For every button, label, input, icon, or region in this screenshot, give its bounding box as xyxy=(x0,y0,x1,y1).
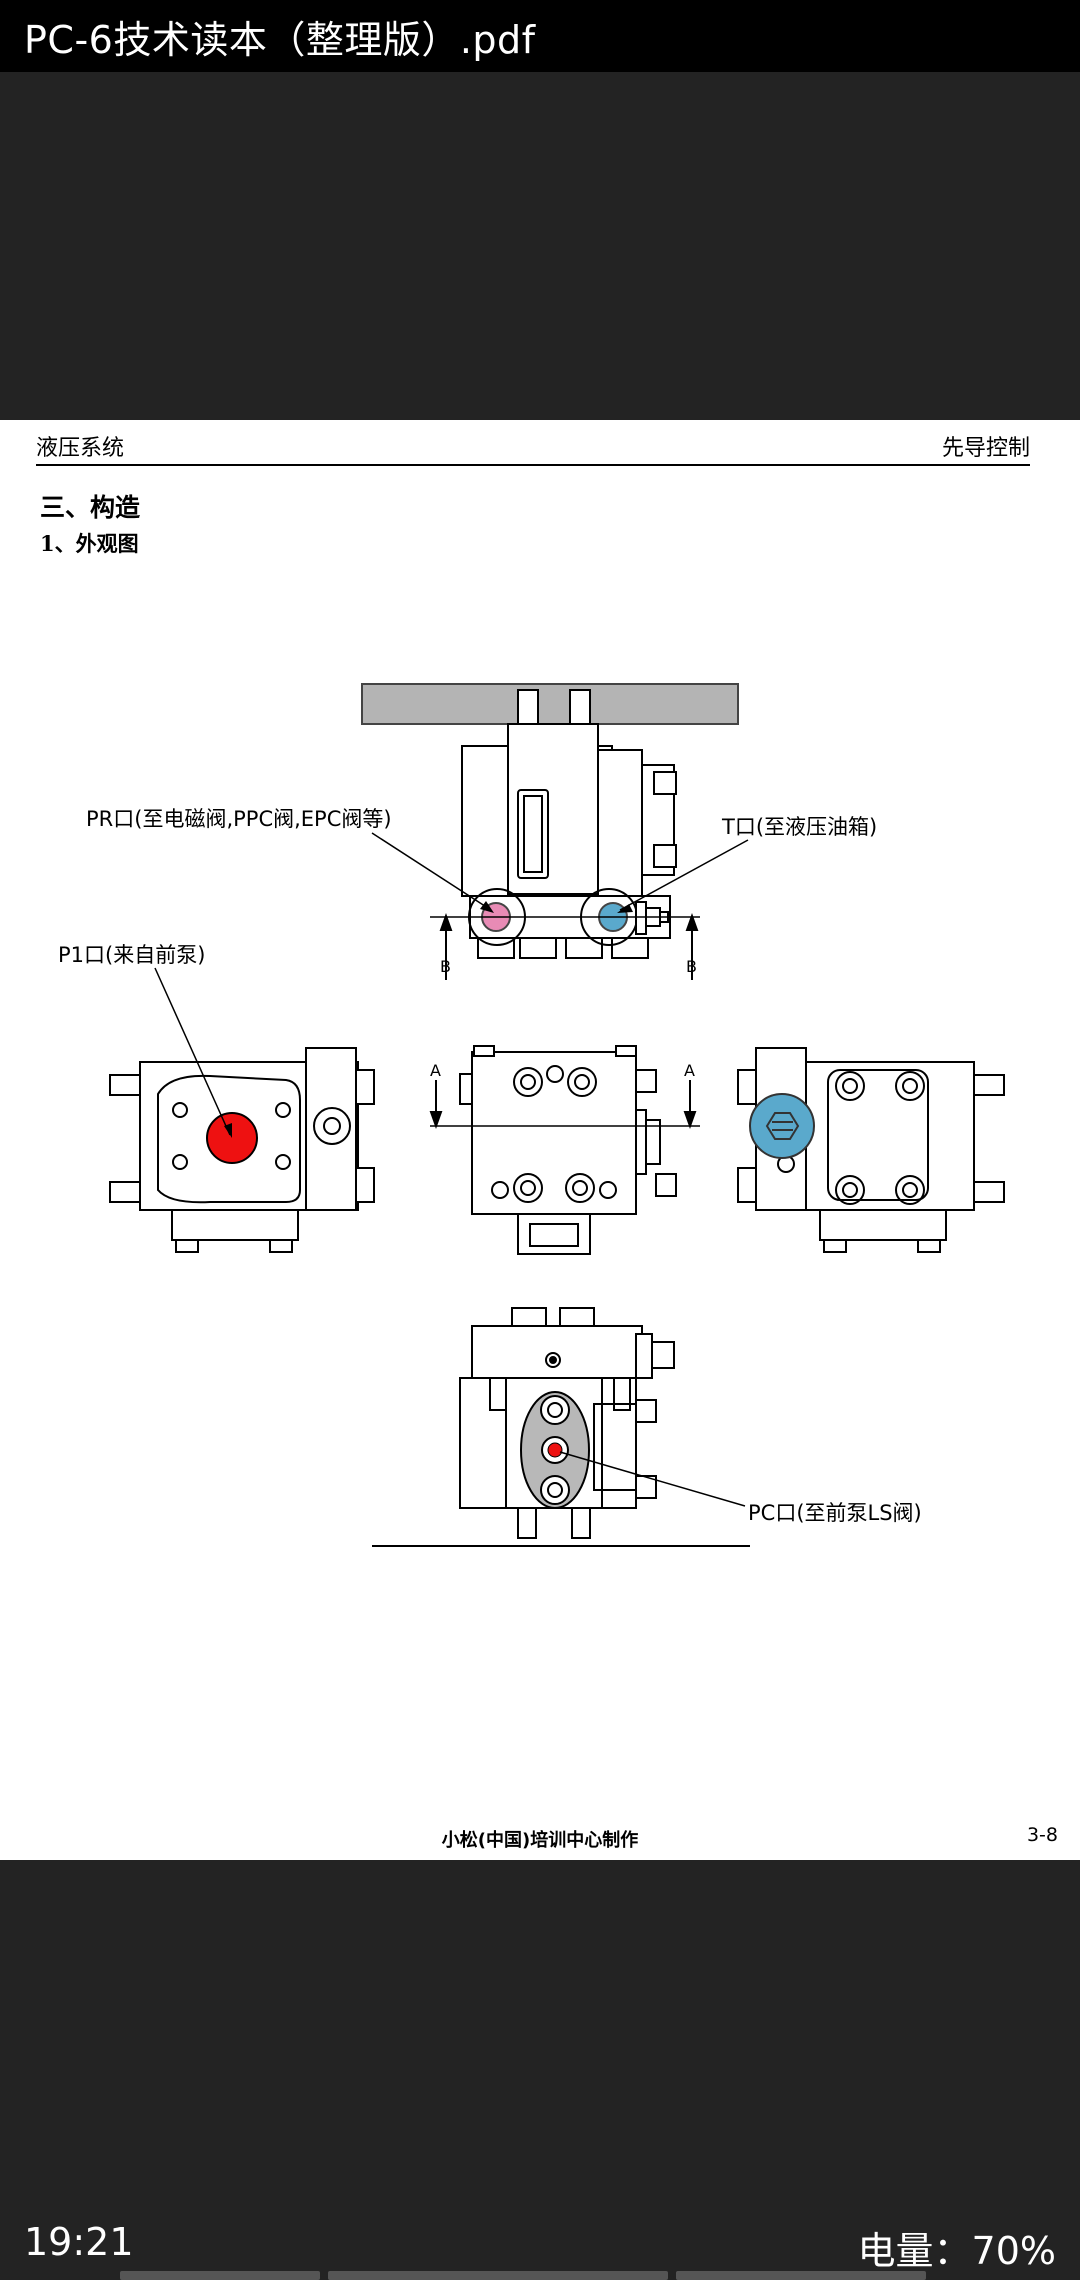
document-title-bar[interactable]: PC-6技术读本（整理版）.pdf xyxy=(0,0,1080,72)
pdf-page[interactable]: 液压系统 先导控制 三、构造 1、外观图 xyxy=(0,420,1080,1860)
pr-port-label: PR口(至电磁阀,PPC阀,EPC阀等) xyxy=(86,807,392,831)
section-a-left-label: A xyxy=(430,1061,441,1080)
center-view-body xyxy=(471,1051,637,1215)
p1-port-label: P1口(来自前泵) xyxy=(58,943,205,967)
t-port-plug xyxy=(749,1093,815,1159)
page-footer-credit: 小松(中国)培训中心制作 xyxy=(441,1830,639,1851)
section-a-right-label: A xyxy=(684,1061,695,1080)
page-number: 3-8 xyxy=(1026,1824,1058,1846)
bottom-view-top-block xyxy=(471,1325,643,1379)
battery-status: 电量：70% xyxy=(857,2229,1056,2273)
section-b-left-label: B xyxy=(440,957,451,976)
valve-diagram: PR口(至电磁阀,PPC阀,EPC阀等) T口(至液压油箱) P1口(来自前泵)… xyxy=(58,683,1005,1547)
pc-port-label: PC口(至前泵LS阀) xyxy=(748,1501,922,1525)
pc-port xyxy=(547,1442,563,1458)
section-title: 三、构造 xyxy=(40,493,141,522)
section-b-right-label: B xyxy=(686,957,697,976)
top-solenoid-window xyxy=(517,789,549,879)
header-rule xyxy=(36,464,1030,466)
bottom-scroll-indicator xyxy=(120,2271,960,2280)
t-port-label: T口(至液压油箱) xyxy=(721,815,877,839)
page-header-right: 先导控制 xyxy=(941,436,1030,461)
top-mounting-bracket xyxy=(361,683,739,725)
document-title: PC-6技术读本（整理版）.pdf xyxy=(24,17,536,62)
page-header-left: 液压系统 xyxy=(36,436,125,461)
subsection-title: 1、外观图 xyxy=(40,531,139,556)
clock: 19:21 xyxy=(24,2220,134,2264)
